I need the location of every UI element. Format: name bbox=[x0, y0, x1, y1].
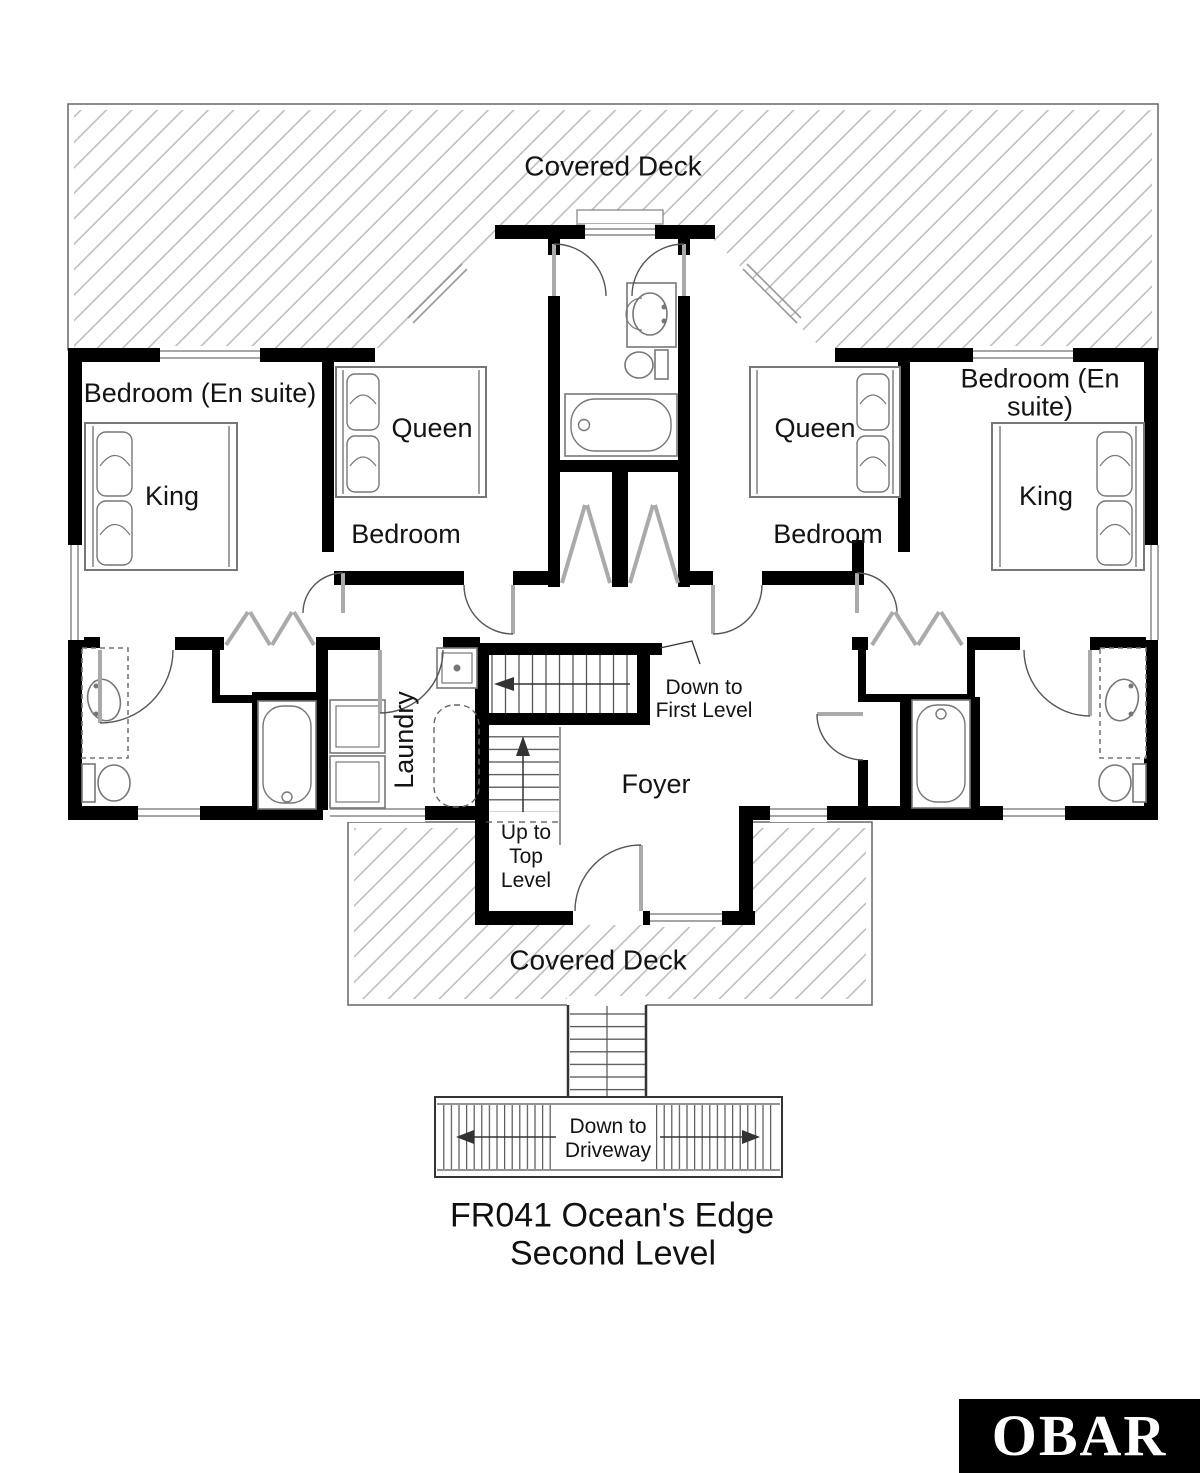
double-doors-bath-cell-left bbox=[560, 504, 612, 584]
window-diagonal-right bbox=[742, 263, 802, 324]
laundry-room bbox=[329, 647, 480, 809]
annotations bbox=[456, 640, 760, 1144]
door-bathroom-left bbox=[98, 649, 174, 724]
label-covered-deck-top: Covered Deck bbox=[524, 150, 702, 182]
arrow-driveway-right bbox=[660, 1130, 760, 1144]
label-queen-right: Queen bbox=[774, 412, 856, 443]
covered-deck-top bbox=[67, 103, 1159, 362]
walls bbox=[68, 225, 1158, 925]
door-right-hall bbox=[816, 712, 864, 761]
bathtub-right bbox=[911, 699, 971, 809]
left-bathroom bbox=[81, 647, 317, 810]
dryer bbox=[329, 755, 386, 809]
door-vestibule-left bbox=[552, 243, 607, 297]
label-queen-left: Queen bbox=[391, 412, 473, 443]
window-foyer bbox=[650, 909, 722, 927]
doors bbox=[98, 243, 1092, 912]
toilet-left bbox=[81, 763, 131, 803]
door-foyer-deck bbox=[574, 844, 643, 912]
obar-logo: OBAR bbox=[959, 1399, 1200, 1473]
label-down-to-driveway: Down to Driveway bbox=[564, 1115, 652, 1162]
water-heater bbox=[433, 704, 480, 808]
label-bedroom-left: Bedroom bbox=[351, 518, 461, 549]
door-bathroom-right bbox=[1023, 649, 1092, 717]
window-bottom-right-2 bbox=[1003, 804, 1065, 822]
sliding-door-top bbox=[576, 209, 664, 240]
window-top-left bbox=[160, 346, 260, 364]
door-vestibule-right bbox=[631, 243, 686, 297]
arrow-driveway-left bbox=[456, 1130, 556, 1144]
sink-vanity-center bbox=[625, 282, 677, 348]
label-laundry: Laundry bbox=[388, 691, 419, 789]
label-bedroom-ensuite-left: Bedroom (En suite) bbox=[83, 377, 317, 408]
arrow-up-top-level bbox=[516, 736, 530, 812]
bed-king-right bbox=[991, 422, 1145, 571]
sink-vanity-left bbox=[81, 647, 129, 759]
label-up-to-top-level: Up to Top Level bbox=[500, 821, 552, 892]
bifold-closet-right bbox=[870, 610, 964, 647]
window-diagonal-left bbox=[407, 263, 468, 324]
label-covered-deck-bottom: Covered Deck bbox=[509, 944, 687, 976]
covered-deck-bottom bbox=[347, 820, 873, 1008]
window-bottom-right-1 bbox=[770, 804, 827, 822]
arrow-down-first-level bbox=[494, 640, 701, 691]
label-king-left: King bbox=[144, 480, 200, 511]
window-bottom-left-1 bbox=[138, 804, 200, 822]
toilet-center bbox=[624, 349, 669, 380]
window-top-right bbox=[973, 346, 1073, 364]
label-bedroom-ensuite-right: Bedroom (En suite) bbox=[960, 363, 1120, 422]
beds bbox=[84, 366, 1145, 571]
label-king-right: King bbox=[1018, 480, 1074, 511]
bifold-closet-left bbox=[224, 610, 316, 647]
laundry-sink bbox=[436, 647, 478, 689]
obar-logo-text: OBAR bbox=[991, 1403, 1168, 1468]
washer bbox=[329, 699, 386, 754]
central-bathroom bbox=[564, 282, 678, 457]
plan-title-line2: Second Level bbox=[509, 1234, 717, 1273]
right-bathroom bbox=[911, 647, 1147, 809]
bed-queen-left bbox=[335, 366, 487, 498]
window-right-wall bbox=[1146, 545, 1164, 640]
door-bedroom-mid-right bbox=[711, 584, 763, 635]
label-foyer: Foyer bbox=[621, 768, 691, 799]
bathtub-center bbox=[564, 393, 678, 457]
door-bedroom-mid-left bbox=[463, 584, 515, 635]
windows bbox=[66, 209, 1164, 927]
bed-king-left bbox=[84, 422, 238, 571]
label-bedroom-right: Bedroom bbox=[773, 518, 883, 549]
plan-title-line1: FR041 Ocean's Edge bbox=[449, 1196, 775, 1235]
toilet-right bbox=[1098, 763, 1147, 803]
window-left-wall bbox=[66, 545, 84, 640]
door-laundry bbox=[378, 649, 444, 714]
bed-queen-right bbox=[749, 366, 901, 498]
label-down-to-first-level: Down to First Level bbox=[655, 676, 753, 722]
door-ensuite-right-entry bbox=[855, 572, 898, 614]
double-doors-bath-cell-right bbox=[628, 504, 680, 584]
bathtub-left bbox=[257, 700, 317, 810]
door-ensuite-left-entry bbox=[302, 572, 345, 614]
sink-vanity-right bbox=[1099, 647, 1147, 759]
